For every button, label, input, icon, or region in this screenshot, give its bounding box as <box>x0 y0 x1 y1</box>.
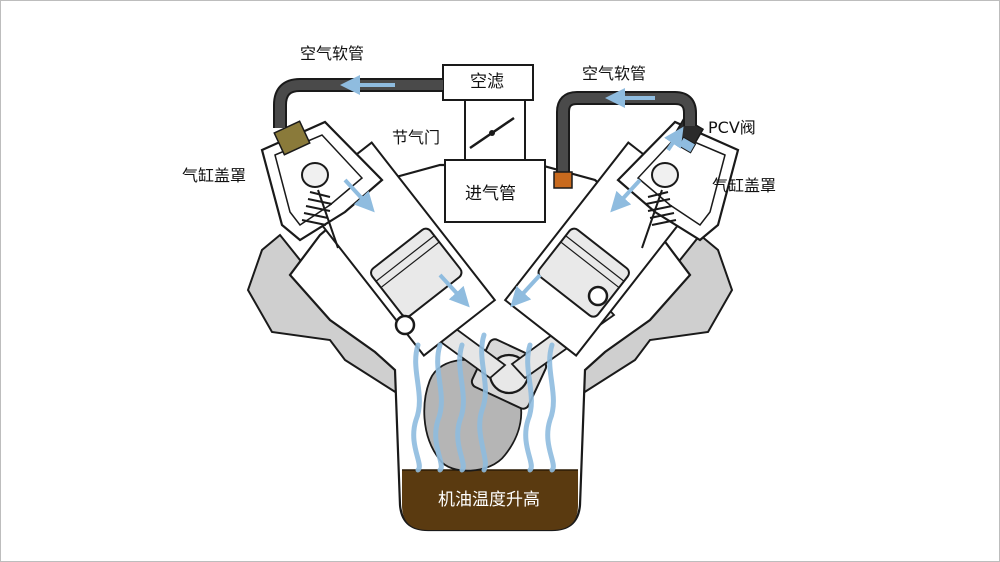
label-valve-cover-left: 气缸盖罩 <box>182 166 247 185</box>
label-hose-left: 空气软管 <box>300 44 365 63</box>
intake-manifold <box>444 159 546 223</box>
label-throttle: 节气门 <box>392 128 441 147</box>
label-hose-right: 空气软管 <box>582 64 647 83</box>
right-valve-spring <box>641 189 677 249</box>
air-filter <box>442 64 534 101</box>
label-air-filter: 空滤 <box>470 72 504 92</box>
airflow-arrow-right-bank-upper <box>610 178 642 213</box>
oil-pool <box>402 470 578 530</box>
blowby-vapour <box>411 332 556 473</box>
left-piston-pin <box>394 314 416 336</box>
left-valve-spring <box>301 189 339 249</box>
throttle-shaft <box>489 130 495 136</box>
intake-fitting <box>553 171 573 189</box>
left-camshaft <box>301 162 329 188</box>
airflow-arrow-left-bank-lower <box>438 273 470 308</box>
airflow-arrow-left-bank-upper <box>343 178 375 213</box>
airflow-arrow-pcv-up <box>664 126 684 152</box>
label-valve-cover-right: 气缸盖罩 <box>712 176 777 195</box>
airflow-arrow-right-bank-lower <box>510 273 542 308</box>
right-camshaft <box>651 162 679 188</box>
label-oil-temp: 机油温度升高 <box>438 490 540 510</box>
left-air-hose <box>273 78 443 128</box>
right-piston-pin <box>587 285 609 307</box>
label-intake-manifold: 进气管 <box>465 184 516 204</box>
label-pcv-valve: PCV阀 <box>708 118 756 137</box>
